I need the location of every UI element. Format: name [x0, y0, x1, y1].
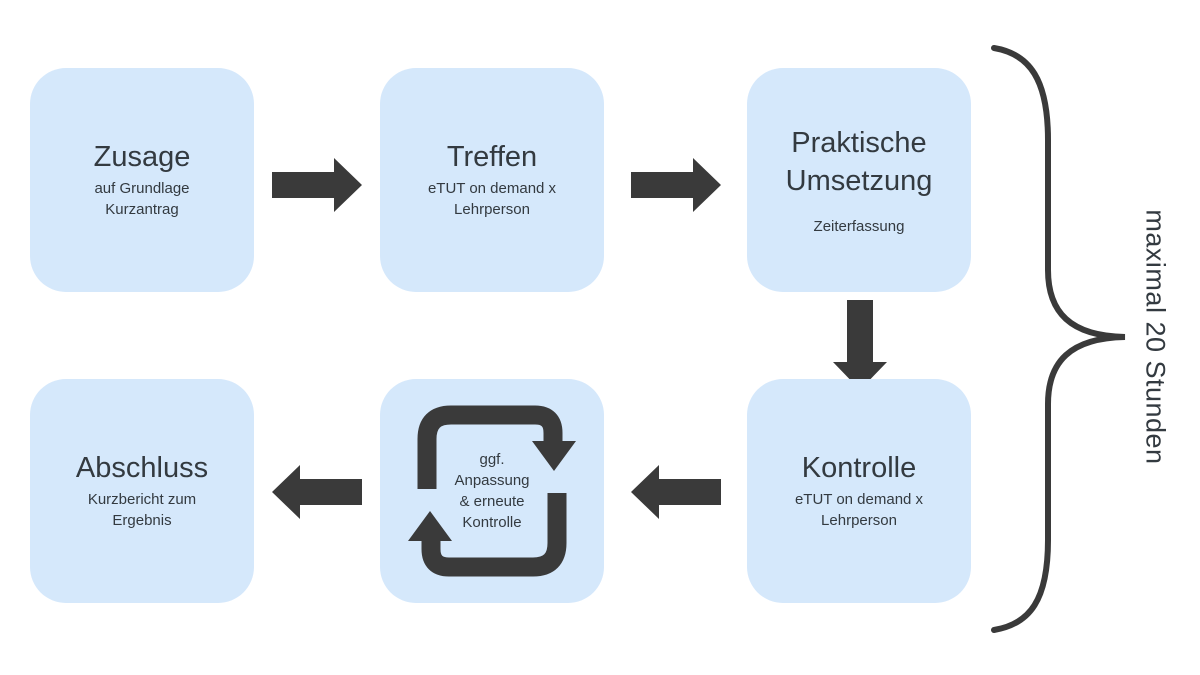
step-abschluss-sub-line2: Ergebnis — [112, 512, 172, 529]
arrow-down-icon — [833, 300, 887, 390]
step-praktisch-subtitle: Zeiterfassung — [813, 217, 905, 235]
step-kontrolle-sub-line1: eTUT on demand x — [794, 491, 924, 508]
step-kontrolle-title: Kontrolle — [801, 452, 917, 484]
step-anpassung-line2: Anpassung — [454, 472, 530, 489]
step-abschluss-title: Abschluss — [75, 452, 209, 484]
step-praktische-umsetzung: Praktische Umsetzung Zeiterfassung — [747, 68, 971, 292]
step-abschluss-sub-line1: Kurzbericht zum — [87, 491, 197, 508]
step-zusage-sub-line2: Kurzantrag — [105, 201, 179, 218]
step-anpassung: ggf. Anpassung & erneute Kontrolle — [380, 379, 604, 603]
step-praktisch-title-line1: Praktische — [791, 126, 927, 159]
curly-brace — [991, 45, 1126, 633]
step-anpassung-label: ggf. Anpassung & erneute Kontrolle — [454, 449, 529, 533]
step-treffen: Treffen eTUT on demand x Lehrperson — [380, 68, 604, 292]
step-praktisch-title-line2: Umsetzung — [785, 164, 933, 197]
step-treffen-subtitle: eTUT on demand x Lehrperson — [428, 178, 556, 220]
step-anpassung-line4: Kontrolle — [462, 514, 522, 531]
step-zusage-subtitle: auf Grundlage Kurzantrag — [94, 178, 189, 220]
step-kontrolle: Kontrolle eTUT on demand x Lehrperson — [747, 379, 971, 603]
arrow-right-icon — [631, 158, 721, 212]
step-treffen-title: Treffen — [446, 141, 538, 173]
side-label-duration: maximal 20 Stunden — [1140, 209, 1171, 465]
step-zusage: Zusage auf Grundlage Kurzantrag — [30, 68, 254, 292]
arrow-right-icon — [272, 158, 362, 212]
arrow-left-icon — [631, 465, 721, 519]
arrow-left-icon — [272, 465, 362, 519]
step-treffen-sub-line2: Lehrperson — [454, 201, 530, 218]
step-praktisch-title: Praktische Umsetzung — [786, 124, 933, 200]
step-abschluss: Abschluss Kurzbericht zum Ergebnis — [30, 379, 254, 603]
step-abschluss-subtitle: Kurzbericht zum Ergebnis — [88, 489, 196, 531]
step-anpassung-line1: ggf. — [479, 451, 505, 468]
step-kontrolle-subtitle: eTUT on demand x Lehrperson — [795, 489, 923, 531]
step-zusage-title: Zusage — [93, 141, 191, 173]
step-anpassung-line3: & erneute — [459, 493, 525, 510]
step-treffen-sub-line1: eTUT on demand x — [427, 180, 557, 197]
step-kontrolle-sub-line2: Lehrperson — [821, 512, 897, 529]
step-zusage-sub-line1: auf Grundlage — [94, 180, 190, 197]
cycle-arrows-icon — [408, 405, 576, 577]
